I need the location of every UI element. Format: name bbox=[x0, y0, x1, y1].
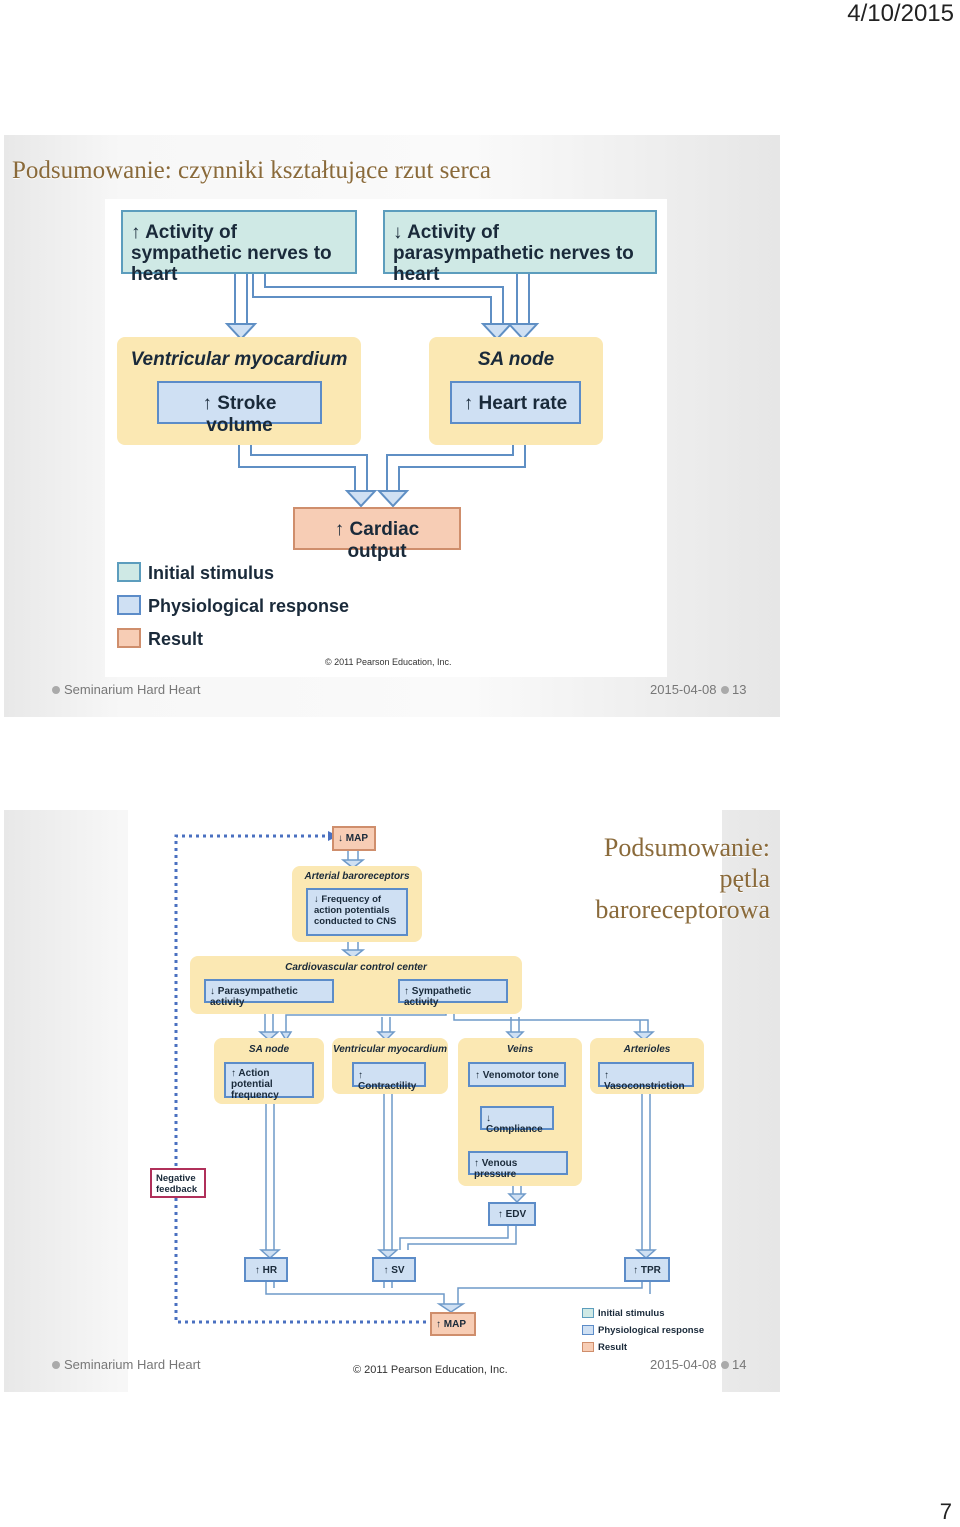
veins-label: Veins bbox=[506, 1044, 534, 1055]
page-date: 4/10/2015 bbox=[847, 0, 954, 27]
sa-node-label: SA node bbox=[477, 349, 555, 370]
venomotor-tone-box: ↑ Venomotor tone bbox=[468, 1062, 566, 1087]
action-potential-frequency-box: ↑ Action potential frequency bbox=[224, 1062, 314, 1101]
legend-response-label: Physiological response bbox=[148, 596, 350, 616]
sympathetic-activity-box: ↑ Activity of sympathetic nerves to hear… bbox=[121, 210, 357, 285]
footer-date: 2015-04-08 bbox=[650, 682, 717, 697]
slide-title: Podsumowanie: czynniki kształtujące rzut… bbox=[12, 157, 492, 184]
arterioles-label: Arterioles bbox=[623, 1044, 671, 1055]
footer-left-text: Seminarium Hard Heart bbox=[64, 1357, 201, 1372]
tpr-box: ↑ TPR bbox=[624, 1257, 670, 1282]
cv-control-center-label: Cardiovascular control center bbox=[285, 962, 427, 973]
slide-title-line-3: baroreceptorowa bbox=[595, 895, 770, 924]
copyright: © 2011 Pearson Education, Inc. bbox=[353, 1364, 508, 1376]
compliance-box: ↓ Compliance bbox=[480, 1106, 554, 1135]
arterial-baroreceptors-label: Arterial baroreceptors bbox=[304, 871, 410, 882]
legend-response-label: Physiological response bbox=[598, 1325, 705, 1336]
legend-swatch-stimulus bbox=[117, 562, 141, 582]
map-increase-box: ↑ MAP bbox=[430, 1312, 476, 1336]
page-number: 7 bbox=[939, 1499, 952, 1524]
vasoconstriction-box: ↑ Vasoconstriction bbox=[598, 1062, 694, 1092]
legend-swatch-response bbox=[117, 595, 141, 615]
footer-left-text: Seminarium Hard Heart bbox=[64, 682, 201, 697]
copyright: © 2011 Pearson Education, Inc. bbox=[325, 657, 452, 667]
map-decrease-box: ↓ MAP bbox=[332, 826, 376, 851]
legend-swatch-result bbox=[582, 1342, 594, 1352]
cardiac-output-box: ↑ Cardiac output bbox=[293, 507, 461, 562]
slide-13: Podsumowanie: czynniki kształtujące rzut… bbox=[4, 135, 780, 717]
legend-result-label: Result bbox=[148, 629, 204, 649]
sympathetic-activity-box: ↑ Sympathetic activity bbox=[398, 979, 508, 1008]
slide-title-line-2: pętla bbox=[719, 864, 770, 893]
ventricular-myocardium-label: Ventricular myocardium bbox=[332, 1044, 448, 1055]
flow-arrows bbox=[224, 274, 540, 508]
sv-box: ↑ SV bbox=[372, 1257, 416, 1282]
legend-result-label: Result bbox=[598, 1342, 628, 1353]
legend-stimulus-label: Initial stimulus bbox=[148, 563, 275, 583]
parasympathetic-activity-box: ↓ Activity of parasympathetic nerves to … bbox=[383, 210, 657, 285]
footer-bullet-right bbox=[721, 1361, 729, 1369]
ap-frequency-cns-box: ↓ Frequency of action potentials conduct… bbox=[306, 888, 408, 936]
sa-node-label: SA node bbox=[248, 1044, 290, 1055]
legend-stimulus-label: Initial stimulus bbox=[598, 1308, 665, 1319]
footer-bullet-right bbox=[721, 686, 729, 694]
footer-bullet-left bbox=[52, 686, 60, 694]
stroke-volume-box: ↑ Stroke volume bbox=[157, 381, 322, 436]
venous-pressure-box: ↑ Venous pressure bbox=[468, 1151, 568, 1180]
negative-feedback-box: Negative feedback bbox=[150, 1168, 206, 1198]
footer-slide-number: 14 bbox=[732, 1357, 747, 1372]
footer-date: 2015-04-08 bbox=[650, 1357, 717, 1372]
legend-swatch-response bbox=[582, 1325, 594, 1335]
ventricular-myocardium-label: Ventricular myocardium bbox=[130, 349, 348, 370]
heart-rate-box: ↑ Heart rate bbox=[450, 381, 581, 424]
legend-swatch-result bbox=[117, 628, 141, 648]
slide-title: Podsumowanie: pętla baroreceptorowa bbox=[595, 832, 770, 925]
footer-bullet-left bbox=[52, 1361, 60, 1369]
footer-slide-number: 13 bbox=[732, 682, 747, 697]
edv-box: ↑ EDV bbox=[488, 1202, 536, 1226]
figure-baroreceptor-loop: ↓ MAP Arterial baroreceptors ↓ Frequency… bbox=[128, 810, 722, 1392]
legend-swatch-stimulus bbox=[582, 1308, 594, 1318]
contractility-box: ↑ Contractility bbox=[352, 1062, 426, 1092]
figure-cardiac-output: ↑ Activity of sympathetic nerves to hear… bbox=[105, 199, 667, 677]
hr-box: ↑ HR bbox=[244, 1257, 288, 1282]
slide-title-line-1: Podsumowanie: bbox=[603, 833, 770, 862]
slide-14: ↓ MAP Arterial baroreceptors ↓ Frequency… bbox=[4, 810, 780, 1392]
parasympathetic-activity-box: ↓ Parasympathetic activity bbox=[204, 979, 334, 1008]
